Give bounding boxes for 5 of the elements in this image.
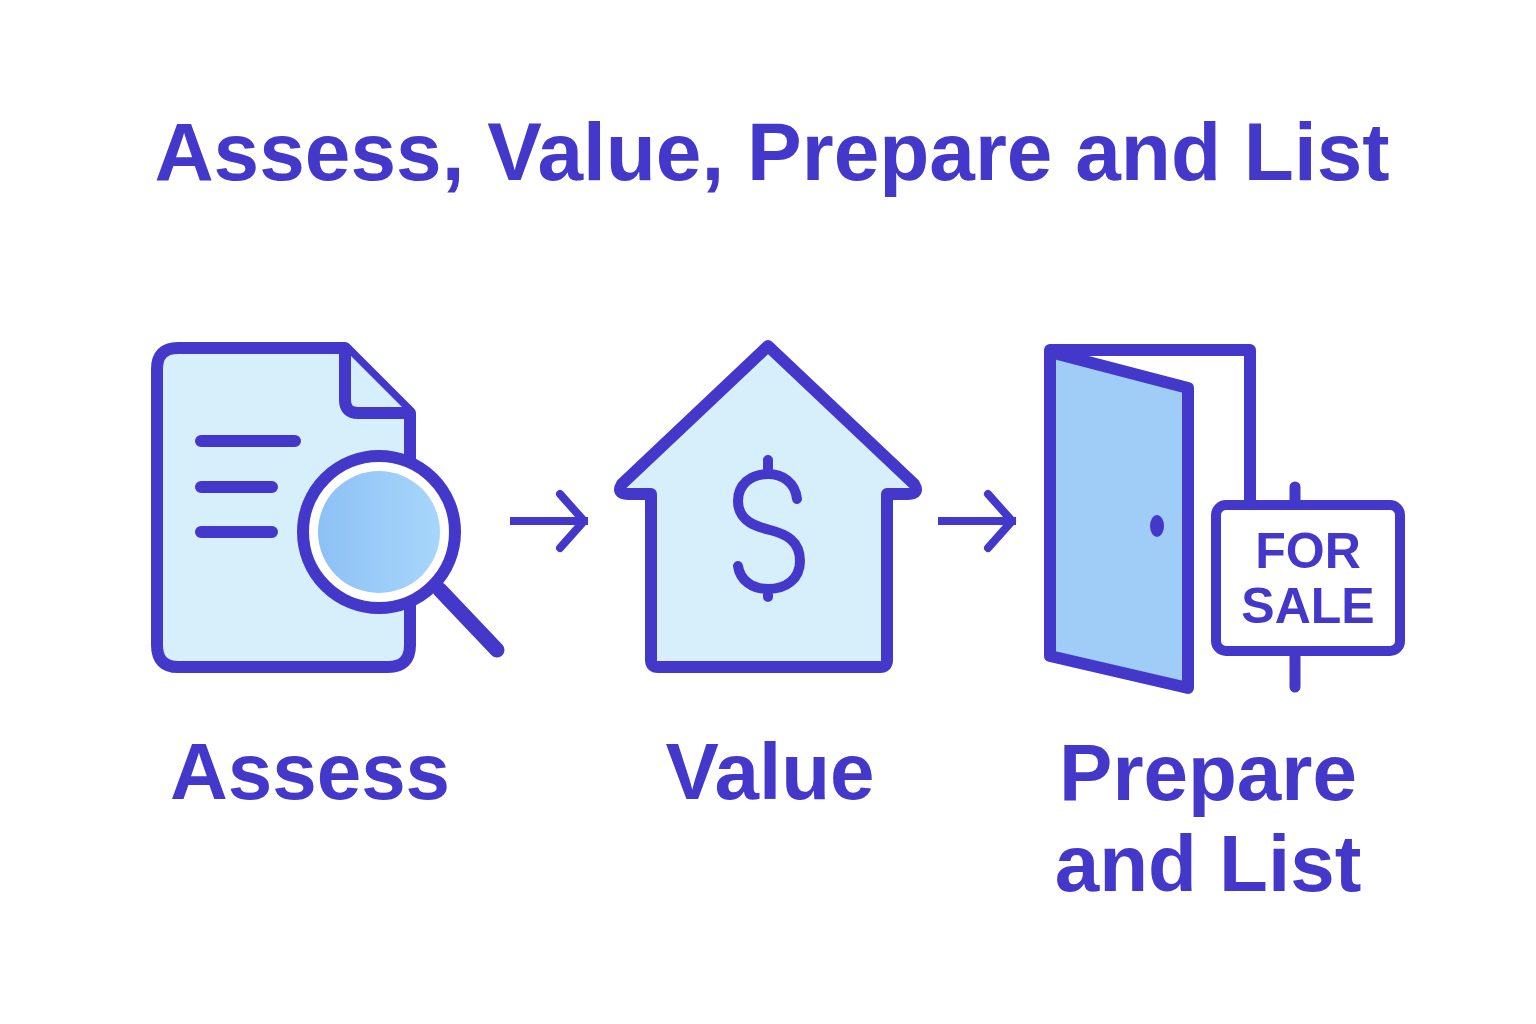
title: Assess, Value, Prepare and List <box>153 105 1391 199</box>
step-label: Prepare and List <box>1053 727 1363 909</box>
sign-text: FOR SALE <box>1240 524 1376 634</box>
step-label: Assess <box>168 727 452 817</box>
step-label: Value <box>664 727 876 817</box>
